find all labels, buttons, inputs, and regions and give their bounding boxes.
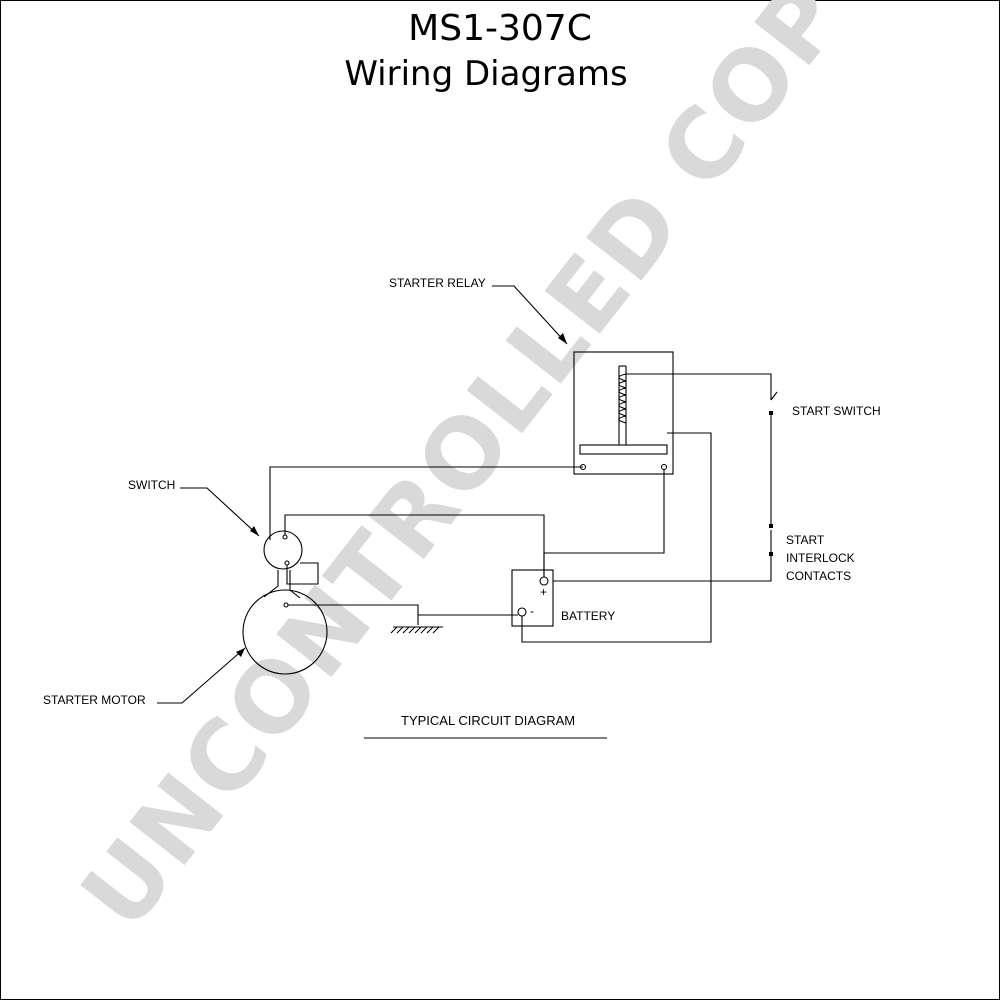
relay-coil — [618, 373, 627, 424]
starter-motor — [242, 589, 518, 675]
page-title: Wiring Diagrams — [344, 54, 628, 94]
start-switch-contact — [770, 391, 778, 401]
starter-relay-label: STARTER RELAY — [389, 276, 486, 290]
arrowhead — [250, 526, 259, 536]
motor-ground-wire — [288, 604, 419, 625]
interlock-to-battery-wire — [553, 556, 772, 582]
relay-terminal-right — [660, 463, 668, 471]
battery-positive-terminal — [539, 576, 549, 586]
switch-leader — [180, 487, 260, 537]
switch-label: SWITCH — [128, 478, 175, 492]
relay-to-battery-wire — [543, 470, 665, 577]
battery-positive-sign: + — [540, 585, 547, 599]
starter-motor-label: STARTER MOTOR — [43, 693, 146, 707]
switch-to-battery-wire — [284, 514, 545, 577]
relay-housing — [573, 351, 674, 475]
interlock-label-1: START — [786, 533, 825, 547]
arrowhead — [236, 648, 245, 657]
switch-body — [263, 530, 303, 570]
battery-negative-sign: - — [530, 604, 534, 618]
arrowhead — [558, 333, 567, 344]
coil-wire — [626, 373, 772, 400]
motor-body — [242, 589, 328, 675]
start-switch-label: START SWITCH — [792, 404, 881, 418]
starter-motor-leader — [157, 647, 246, 704]
relay-to-switch-wire — [269, 466, 583, 540]
diagram-caption: TYPICAL CIRCUIT DIAGRAM — [401, 713, 575, 728]
starter-relay — [573, 351, 674, 475]
model-number: MS1-307C — [408, 8, 592, 49]
battery-body — [511, 569, 554, 627]
relay-contact-bar — [579, 444, 668, 455]
starter-relay-leader — [492, 285, 568, 345]
interlock-label-3: CONTACTS — [786, 569, 851, 583]
battery-negative-terminal — [517, 607, 527, 617]
interlock-label-2: INTERLOCK — [786, 551, 855, 565]
interlock-contact — [769, 524, 773, 528]
battery-label: BATTERY — [561, 609, 615, 623]
battery: + - — [511, 569, 554, 627]
watermark: UNCONTROLLED COPY — [60, 0, 911, 949]
return-wire — [521, 432, 712, 643]
